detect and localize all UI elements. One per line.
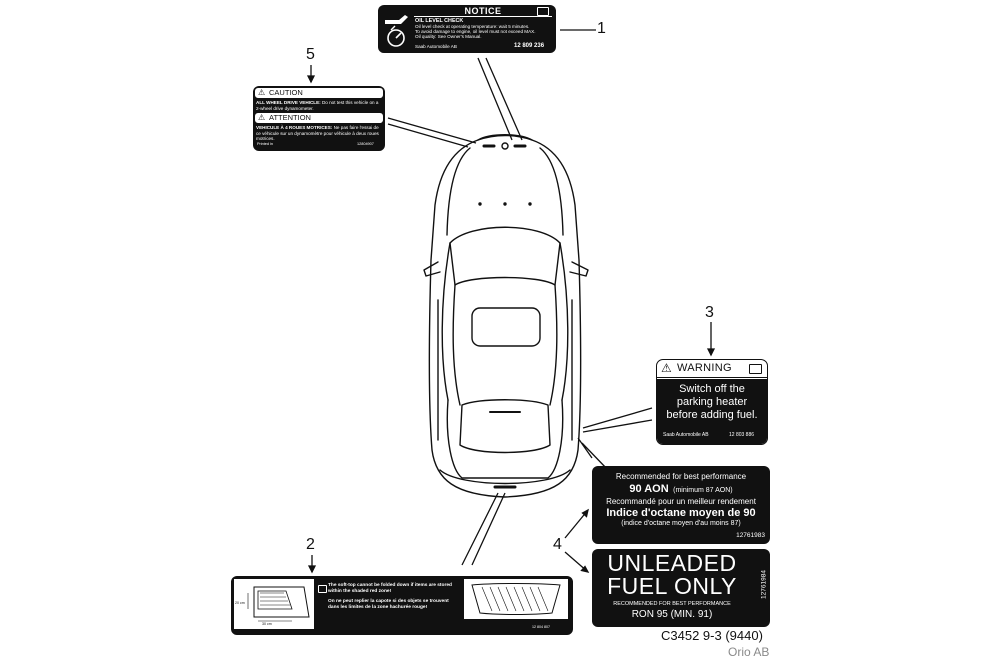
decal-caution-awd: ⚠ CAUTION ALL WHEEL DRIVE VEHICLE: Do no… (253, 86, 385, 151)
car-body-outline (428, 134, 582, 498)
softtop-dim-width: 30 cm (262, 622, 272, 626)
decal-warning-parking-heater: ⚠ WARNING Switch off the parking heater … (656, 359, 768, 445)
windshield-outline (449, 226, 561, 286)
unleaded-part-number: 12761984 (760, 570, 768, 599)
octane-line-4: Indice d'octane moyen de 90 (606, 507, 756, 519)
warning-part-number: 12 803 886 (729, 432, 755, 438)
leader-octane-to-flap (577, 437, 609, 471)
decal-notice-oil-level: NOTICE OIL LEVEL CHECK Oil level check a… (378, 5, 556, 53)
leader-softtop-to-boot (461, 492, 506, 566)
decal-octane-recommendation: Recommended for best performance 90 AON … (592, 466, 770, 544)
caution-text-fr: VEHICULE À 4 ROUES MOTRICES: Ne pas fair… (256, 125, 382, 142)
notice-title: NOTICE (414, 6, 552, 17)
warning-triangle-icon: ⚠ (258, 88, 266, 97)
octane-part-number: 12761983 (736, 532, 765, 539)
softtop-part-number: 12 804 807 (532, 625, 550, 629)
caution-text-fr-body: Ne pas faire l'essai de ce véhicule sur … (256, 125, 379, 142)
unleaded-line-2: FUEL ONLY (607, 573, 737, 599)
decal-unleaded-fuel-only: UNLEADED FUEL ONLY RECOMMENDED FOR BEST … (592, 549, 770, 627)
leader-caution-to-hood (387, 117, 477, 148)
octane-line-2: 90 AON (minimum 87 AON) (592, 482, 770, 497)
unleaded-line-1: UNLEADED (607, 550, 737, 576)
notice-heading: OIL LEVEL CHECK (415, 18, 464, 24)
warning-line-2: parking heater (676, 396, 748, 408)
notice-maker: Saab Automobile AB (415, 44, 457, 49)
oil-can-icon (385, 15, 408, 47)
manual-book-icon (749, 364, 762, 374)
softtop-shaded-zone-diagram (464, 579, 568, 619)
notice-line-2: To avoid damage to engine, oil level mus… (415, 29, 536, 34)
softtop-dim-height: 20 cm (235, 601, 245, 605)
attention-title: ATTENTION (269, 113, 311, 122)
caution-print-label: Printed in (257, 142, 274, 146)
octane-line-5: (indice d'octane moyen d'au moins 87) (621, 520, 741, 527)
softtop-text-fr: On ne peut replier la capote si des obje… (328, 599, 449, 610)
rear-window-outline (459, 399, 551, 454)
octane-aon-value: 90 AON (629, 483, 669, 495)
manual-book-icon (318, 585, 327, 593)
unleaded-line-3: RECOMMENDED FOR BEST PERFORMANCE (613, 601, 731, 607)
octane-line-1: Recommended for best performance (615, 472, 747, 481)
softtop-boot-diagram (234, 579, 314, 629)
figure-caption: C3452 9-3 (9440) (661, 628, 763, 643)
warning-header: ⚠ WARNING (657, 360, 767, 378)
warning-maker: Saab Automobile AB (663, 432, 709, 438)
warning-line-1: Switch off the (679, 383, 745, 395)
callout-number-1: 1 (597, 20, 606, 37)
callout-number-4: 4 (553, 536, 562, 553)
notice-line-3: Oil quality: See Owner's Manual. (415, 34, 482, 39)
notice-line-1: Oil level check at operating temperature… (415, 24, 530, 29)
octane-line-3: Recommandé pour un meilleur rendement (606, 497, 756, 506)
right-mirror (569, 261, 589, 277)
caution-text-en: ALL WHEEL DRIVE VEHICLE: Do not test thi… (256, 100, 382, 111)
softtop-maker: Saab Automobile AB (238, 625, 271, 629)
caution-title: CAUTION (269, 88, 303, 97)
caution-text-en-body: Do not test this vehicle on a 2-wheel dr… (256, 100, 379, 111)
manual-book-icon (537, 7, 549, 16)
warning-triangle-icon: ⚠ (661, 361, 672, 375)
sunroof-outline (471, 307, 541, 347)
leader-warning-to-flap (582, 407, 653, 433)
image-credit: Orio AB (728, 645, 770, 659)
caution-header: ⚠ CAUTION (255, 88, 383, 98)
callout-number-3: 3 (705, 304, 714, 321)
caution-text-fr-bold: VEHICULE À 4 ROUES MOTRICES: (256, 125, 333, 130)
caution-part-number: 12804907 (357, 142, 374, 146)
warning-triangle-icon: ⚠ (258, 113, 266, 122)
caution-text-en-bold: ALL WHEEL DRIVE VEHICLE: (256, 100, 321, 105)
warning-body: Switch off the parking heater before add… (657, 379, 767, 444)
warning-line-3: before adding fuel. (666, 409, 758, 421)
octane-aon-minimum: (minimum 87 AON) (673, 487, 733, 494)
callout-number-2: 2 (306, 536, 315, 553)
decal-softtop-storage: 20 cm 30 cm The soft-top cannot be folde… (231, 576, 573, 635)
leader-notice-to-hood (477, 57, 523, 141)
notice-part-number: 12 809 236 (514, 43, 545, 49)
warning-title: WARNING (677, 362, 732, 374)
left-mirror (423, 261, 441, 277)
attention-header: ⚠ ATTENTION (255, 113, 383, 123)
softtop-text-en: The soft-top cannot be folded down if it… (328, 583, 452, 594)
callout-number-5: 5 (306, 46, 315, 63)
unleaded-line-4: RON 95 (MIN. 91) (631, 609, 713, 620)
